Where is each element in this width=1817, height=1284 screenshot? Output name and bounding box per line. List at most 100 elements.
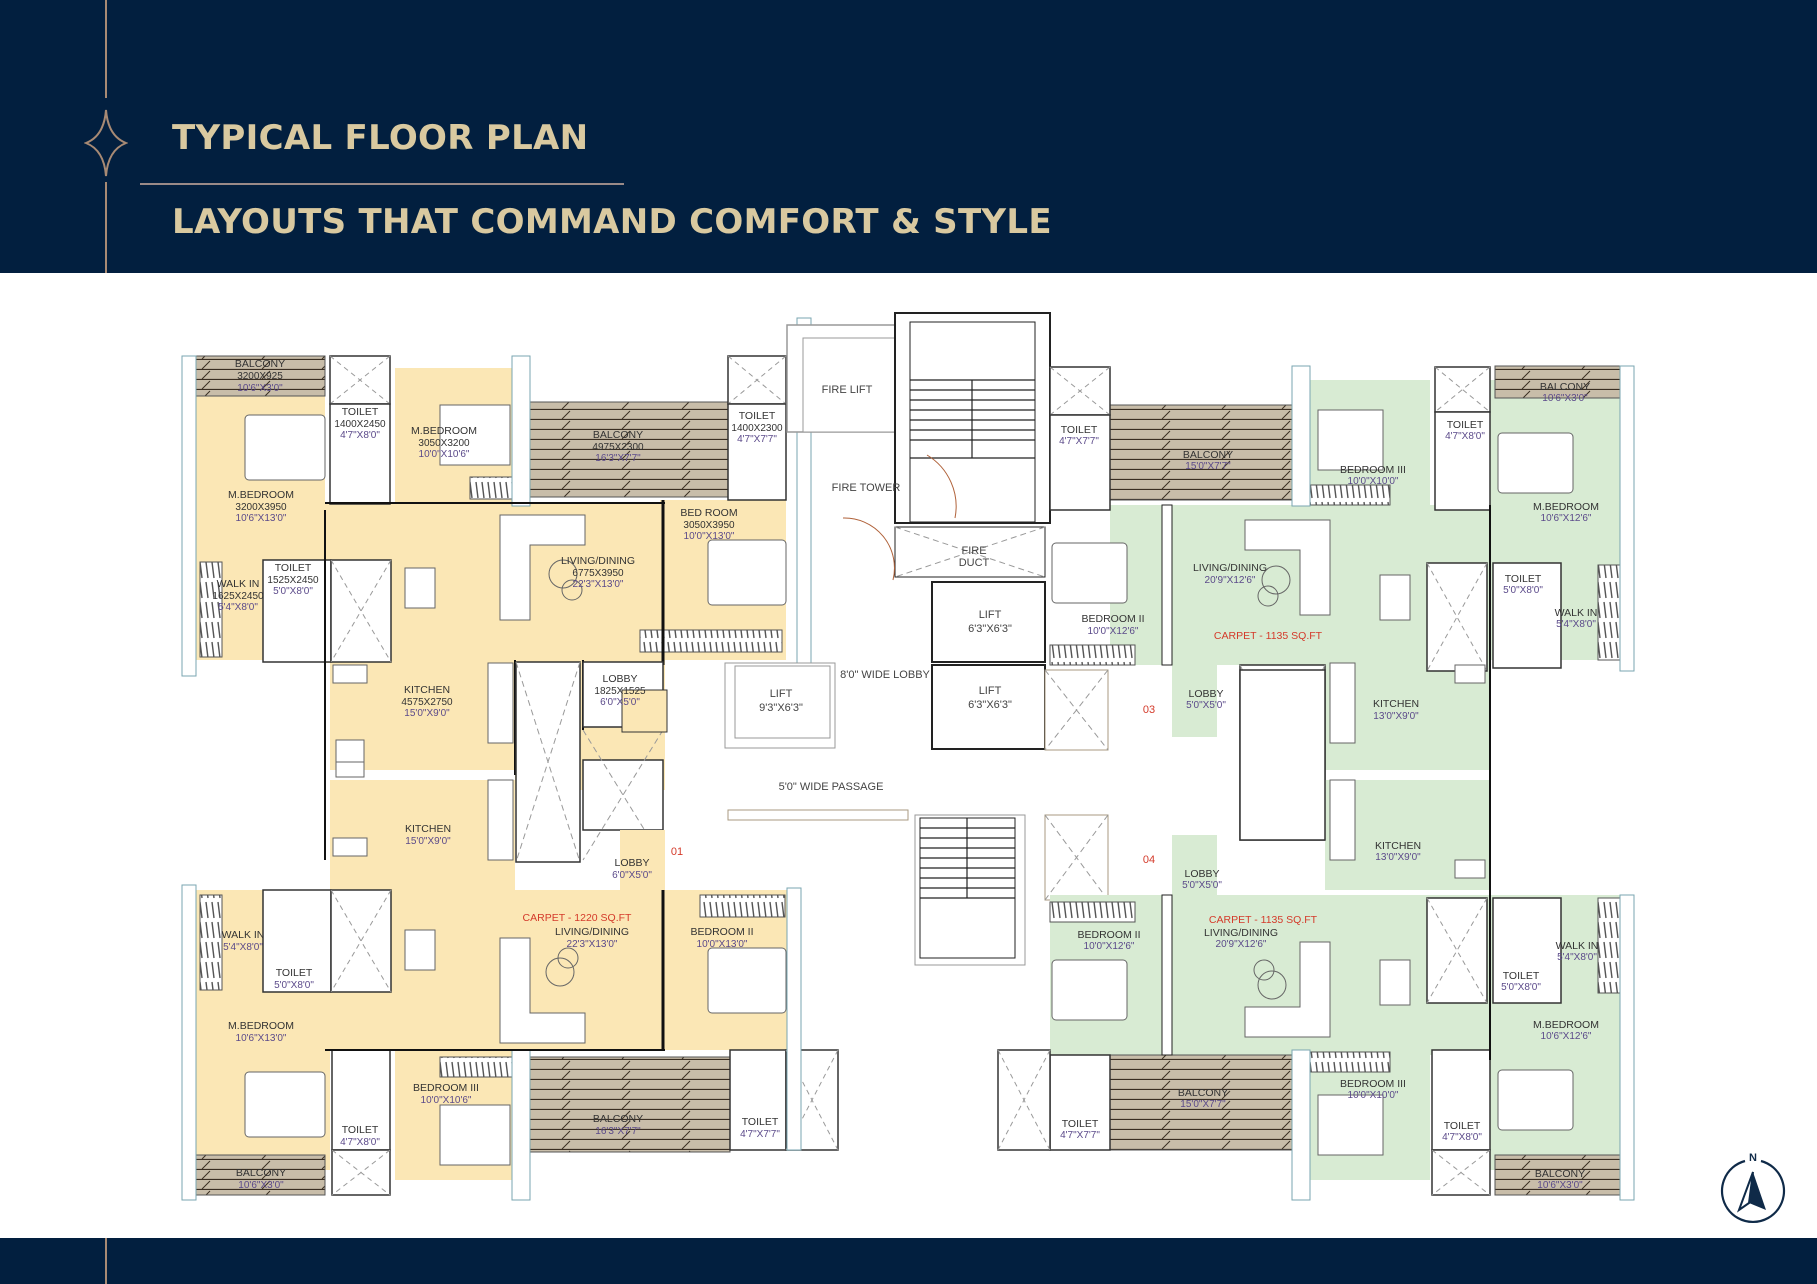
room-label: WALK IN bbox=[1556, 940, 1599, 952]
unit-number: 03 bbox=[1143, 704, 1155, 716]
room-dimension-ft: 10'6"X3'0" bbox=[237, 383, 283, 394]
page-subtitle: LAYOUTS THAT COMMAND COMFORT & STYLE bbox=[172, 202, 1052, 242]
room-dimension-ft: 10'0"X12'6" bbox=[1084, 941, 1135, 952]
room-dimension-ft: 10'6"X3'0" bbox=[238, 1180, 284, 1191]
room-label: TOILET bbox=[739, 410, 776, 422]
room-label: WALK IN bbox=[217, 578, 260, 590]
room-dimension-mm: 1625X2450 bbox=[212, 591, 264, 602]
unit-02 bbox=[181, 317, 812, 863]
room-dimension-ft: 22'3"X13'0" bbox=[573, 579, 624, 590]
room-label: TOILET bbox=[1505, 573, 1542, 585]
room-dimension-ft: 5'4"X8'0" bbox=[223, 942, 263, 953]
room-label: TOILET bbox=[1444, 1120, 1481, 1132]
balcony-deck bbox=[1109, 1054, 1311, 1151]
room-dimension-ft: 20'9"X12'6" bbox=[1216, 939, 1267, 950]
building-core bbox=[724, 312, 1109, 966]
room-label: LIVING/DINING bbox=[1204, 927, 1278, 939]
lift-size: 9'3"X6'3" bbox=[759, 702, 803, 714]
carpet-area: CARPET - 1220 SQ.FT bbox=[523, 912, 633, 924]
room-dimension-ft: 4'7"X8'0" bbox=[340, 430, 380, 441]
passage-width-label: 5'0" WIDE PASSAGE bbox=[779, 781, 884, 793]
room-dimension-mm: 4975X2300 bbox=[592, 442, 644, 453]
room-dimension-ft: 10'6"X13'0" bbox=[236, 513, 287, 524]
fire-duct-label: DUCT bbox=[959, 557, 990, 569]
room-dimension-ft: 10'0"X10'6" bbox=[421, 1095, 472, 1106]
room-dimension-ft: 15'0"X7'7" bbox=[1185, 461, 1231, 472]
room-dimension-ft: 5'4"X8'0" bbox=[1557, 952, 1597, 963]
room-dimension-ft: 4'7"X7'7" bbox=[740, 1129, 780, 1140]
room-label: WALK IN bbox=[1555, 607, 1598, 619]
room-label: KITCHEN bbox=[1373, 698, 1419, 710]
room-dimension-ft: 10'6"X3'0" bbox=[1537, 1180, 1583, 1191]
room-dimension-ft: 5'0"X8'0" bbox=[274, 980, 314, 991]
room-dimension-ft: 10'0"X10'6" bbox=[419, 449, 470, 460]
room-dimension-mm: 3050X3200 bbox=[418, 438, 470, 449]
room-label: BED ROOM bbox=[680, 507, 737, 519]
fire-lift-label: FIRE LIFT bbox=[822, 384, 873, 396]
room-label: LIVING/DINING bbox=[561, 555, 635, 567]
room-label: BEDROOM III bbox=[1340, 464, 1406, 476]
room-label: M.BEDROOM bbox=[228, 1020, 294, 1032]
room-dimension-ft: 4'7"X7'7" bbox=[1059, 436, 1099, 447]
carpet-area: CARPET - 1135 SQ.FT bbox=[1214, 630, 1323, 642]
lobby-width-label: 8'0" WIDE LOBBY bbox=[840, 669, 930, 681]
north-arrow-icon: N bbox=[1720, 1152, 1786, 1223]
room-dimension-ft: 15'0"X9'0" bbox=[404, 708, 450, 719]
room-label: BALCONY bbox=[1535, 1168, 1585, 1180]
room-dimension-ft: 22'3"X13'0" bbox=[567, 939, 618, 950]
room-label: TOILET bbox=[275, 562, 312, 574]
fire-tower-label: FIRE TOWER bbox=[832, 482, 901, 494]
room-label: BEDROOM III bbox=[1340, 1078, 1406, 1090]
carpet-area: CARPET - 1135 SQ.FT bbox=[1209, 914, 1318, 926]
header-vertical-rule-top bbox=[105, 0, 107, 98]
room-dimension-ft: 10'6"X3'0" bbox=[1542, 393, 1588, 404]
room-label: LOBBY bbox=[1188, 688, 1223, 700]
room-dimension-ft: 15'0"X9'0" bbox=[405, 836, 451, 847]
room-dimension-ft: 4'7"X8'0" bbox=[1442, 1132, 1482, 1143]
room-dimension-ft: 20'9"X12'6" bbox=[1205, 575, 1256, 586]
room-label: LIVING/DINING bbox=[555, 926, 629, 938]
lift-label: LIFT bbox=[770, 688, 793, 700]
room-label: LOBBY bbox=[1184, 868, 1219, 880]
unit-number: 04 bbox=[1143, 854, 1155, 866]
balcony-deck bbox=[529, 1056, 731, 1153]
room-label: BEDROOM II bbox=[1077, 929, 1140, 941]
room-dimension-ft: 5'0"X8'0" bbox=[1501, 982, 1541, 993]
room-dimension-ft: 10'6"X12'6" bbox=[1541, 513, 1592, 524]
room-label: LIVING/DINING bbox=[1193, 562, 1267, 574]
unit-03 bbox=[1049, 365, 1635, 841]
room-label: M.BEDROOM bbox=[1533, 1019, 1599, 1031]
header-banner bbox=[0, 0, 1817, 273]
room-label: BALCONY bbox=[1183, 449, 1233, 461]
room-label: TOILET bbox=[1062, 1118, 1099, 1130]
room-label: BALCONY bbox=[593, 1113, 643, 1125]
room-dimension-ft: 5'0"X5'0" bbox=[1186, 700, 1226, 711]
room-label: WALK IN bbox=[222, 929, 265, 941]
room-dimension-ft: 10'0"X12'6" bbox=[1088, 626, 1139, 637]
footer-vertical-rule bbox=[105, 1238, 107, 1284]
room-label: TOILET bbox=[342, 1124, 379, 1136]
room-dimension-ft: 5'0"X8'0" bbox=[273, 586, 313, 597]
room-label: BALCONY bbox=[236, 1167, 286, 1179]
room-label: LOBBY bbox=[602, 673, 637, 685]
room-dimension-ft: 10'0"X10'0" bbox=[1348, 1090, 1399, 1101]
room-dimension-mm: 4575X2750 bbox=[401, 697, 453, 708]
room-label: KITCHEN bbox=[405, 823, 451, 835]
room-label: M.BEDROOM bbox=[411, 425, 477, 437]
room-label: M.BEDROOM bbox=[228, 489, 294, 501]
room-dimension-ft: 16'3"X7'7" bbox=[595, 453, 641, 464]
room-dimension-ft: 5'4"X8'0" bbox=[1556, 619, 1596, 630]
room-label: TOILET bbox=[1503, 970, 1540, 982]
room-dimension-mm: 1525X2450 bbox=[267, 575, 319, 586]
compass-north-label: N bbox=[1749, 1152, 1757, 1164]
room-dimension-ft: 5'0"X8'0" bbox=[1503, 585, 1543, 596]
room-label: TOILET bbox=[276, 967, 313, 979]
balcony-deck bbox=[1109, 404, 1311, 501]
room-label: BALCONY bbox=[235, 358, 285, 370]
room-dimension-mm: 3200X3950 bbox=[235, 502, 287, 513]
room-dimension-ft: 13'0"X9'0" bbox=[1373, 711, 1419, 722]
page-title: TYPICAL FLOOR PLAN bbox=[172, 118, 589, 158]
lift-size: 6'3"X6'3" bbox=[968, 699, 1012, 711]
room-dimension-ft: 16'3"X7'7" bbox=[595, 1126, 641, 1137]
room-dimension-mm: 1400X2450 bbox=[334, 419, 386, 430]
